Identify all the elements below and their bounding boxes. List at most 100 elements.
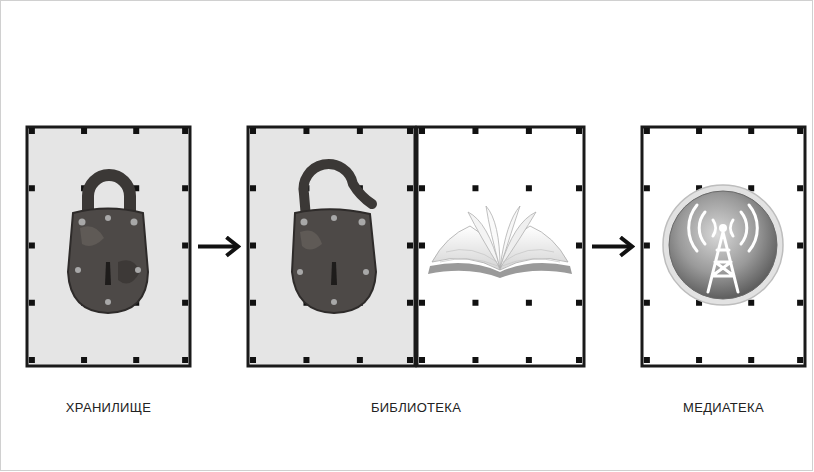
grid-dot <box>419 300 425 306</box>
grid-dot <box>526 185 532 191</box>
antenna-tower <box>708 232 738 292</box>
antenna-top <box>719 224 727 232</box>
grid-dot <box>419 185 425 191</box>
grid-dot <box>81 128 87 134</box>
grid-dot <box>644 357 650 363</box>
grid-dot <box>303 128 309 134</box>
stage-label: МЕДИАТЕКА <box>681 400 766 416</box>
grid-dot <box>797 243 803 249</box>
grid-dot <box>29 185 35 191</box>
rivet <box>297 269 303 275</box>
grid-dot <box>250 185 256 191</box>
grid-dot <box>748 128 754 134</box>
keyhole <box>105 262 111 285</box>
grid-dot <box>748 300 754 306</box>
grid-dot <box>407 185 413 191</box>
rivet <box>301 219 308 226</box>
book-page <box>486 206 500 268</box>
grid-dot <box>797 300 803 306</box>
grid-dot <box>576 185 582 191</box>
grid-dot <box>526 128 532 134</box>
rust-patch <box>80 226 104 246</box>
grid-dot <box>419 128 425 134</box>
grid-dot <box>748 357 754 363</box>
stage-group: БИБЛИОТЕКА <box>248 127 584 416</box>
grid-dot <box>29 128 35 134</box>
flow-arrow <box>198 245 238 249</box>
grid-dot <box>526 357 532 363</box>
grid-dot <box>644 185 650 191</box>
grid-dot <box>182 243 188 249</box>
rust-patch <box>118 260 140 283</box>
rivet <box>75 267 81 273</box>
rivet <box>135 267 141 273</box>
rivet <box>79 219 86 226</box>
grid-dot <box>133 357 139 363</box>
grid-dot <box>644 243 650 249</box>
panel-frames <box>27 127 805 366</box>
grid-dot <box>133 128 139 134</box>
grid-dot <box>357 357 363 363</box>
grid-dot <box>407 128 413 134</box>
grid-dot <box>29 300 35 306</box>
grid-dot <box>29 357 35 363</box>
panel-frame <box>27 127 190 366</box>
grid-dot <box>472 357 478 363</box>
open-book <box>428 206 572 278</box>
grid-dot <box>576 357 582 363</box>
rust-patch <box>300 231 322 250</box>
grid-dot <box>29 243 35 249</box>
rivet <box>331 299 337 305</box>
panel-frame <box>417 127 584 366</box>
stage-label: ХРАНИЛИЩЕ <box>64 400 153 416</box>
grid-dot <box>182 300 188 306</box>
padlock-body <box>292 209 376 313</box>
grid-dot <box>797 185 803 191</box>
grid-dot <box>419 243 425 249</box>
grid-dot <box>526 300 532 306</box>
grid-dot <box>250 300 256 306</box>
flow-arrow <box>592 245 632 249</box>
panel-frame <box>642 127 805 366</box>
book-page <box>500 212 536 268</box>
grid-dot <box>250 128 256 134</box>
padlock-body <box>68 209 148 314</box>
grid-dot <box>696 357 702 363</box>
open-padlock <box>292 164 376 313</box>
antenna-icon <box>663 185 783 305</box>
grid-dot <box>182 357 188 363</box>
rivet <box>363 269 369 275</box>
grid-dot <box>472 128 478 134</box>
closed-padlock <box>68 175 148 313</box>
grid-dot <box>797 128 803 134</box>
stage-group: ХРАНИЛИЩЕ <box>27 127 190 416</box>
grid-dot <box>250 243 256 249</box>
grid-dot <box>797 357 803 363</box>
grid-dot <box>182 185 188 191</box>
grid-dot <box>419 357 425 363</box>
rivet <box>105 299 111 305</box>
grid-dot <box>81 357 87 363</box>
grid-dot <box>250 357 256 363</box>
grid-dot <box>472 185 478 191</box>
rivet <box>359 219 366 226</box>
stage-group: МЕДИАТЕКА <box>642 127 805 416</box>
grid-dot <box>407 357 413 363</box>
grid-dot <box>472 300 478 306</box>
grid-dot <box>303 357 309 363</box>
rivet <box>131 219 138 226</box>
grid-dot <box>407 243 413 249</box>
panel-frame <box>248 127 415 366</box>
rivet <box>105 215 111 221</box>
page-edges <box>440 250 560 266</box>
grid-dot <box>407 300 413 306</box>
icon-disc <box>669 191 777 299</box>
grid-dot <box>576 300 582 306</box>
grid-dot <box>644 128 650 134</box>
grid-dot <box>576 128 582 134</box>
signal-waves <box>689 205 758 251</box>
grid-dot <box>644 300 650 306</box>
grid-dot <box>182 128 188 134</box>
